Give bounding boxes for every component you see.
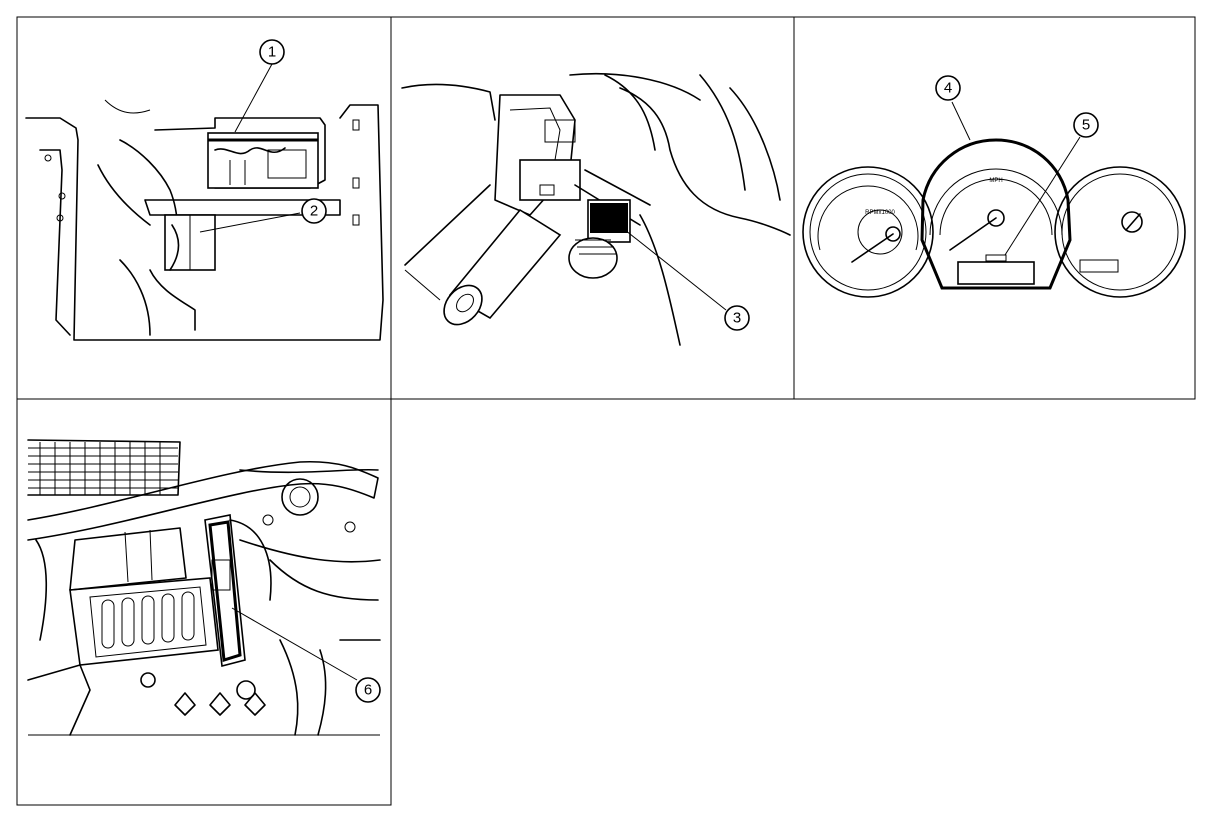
panel-frames <box>16 16 1196 806</box>
callout-6: 6 <box>355 677 381 703</box>
panel-2-steering-column <box>401 72 791 346</box>
speedometer: MPH <box>920 138 1072 290</box>
callout-1: 1 <box>259 39 285 65</box>
combination-switch-3 <box>568 199 631 279</box>
tach-label: RPMx1000 <box>865 210 895 216</box>
panel-4-engine-compartment <box>27 439 381 736</box>
fuel-temp-gauge <box>1054 166 1186 298</box>
svg-text:1: 1 <box>268 44 276 61</box>
svg-text:3: 3 <box>733 310 741 327</box>
battery <box>69 527 219 666</box>
svg-text:6: 6 <box>364 682 372 699</box>
module-6 <box>204 514 272 668</box>
turn-signal-lever <box>443 208 562 326</box>
callout-4: 4 <box>935 75 961 101</box>
svg-text:2: 2 <box>310 203 318 220</box>
cowl-grille <box>27 439 181 496</box>
svg-text:5: 5 <box>1082 117 1090 134</box>
module-2 <box>164 214 216 271</box>
leader-lines <box>199 63 1081 681</box>
panel-3-combination-meter: RPMx1000 MPH <box>802 138 1186 298</box>
speedo-label: MPH <box>989 178 1002 184</box>
module-1 <box>207 132 319 189</box>
callout-5: 5 <box>1073 112 1099 138</box>
callout-2: 2 <box>301 198 327 224</box>
panel-1-dash-underside <box>25 99 384 341</box>
tachometer: RPMx1000 <box>802 166 934 298</box>
callout-3: 3 <box>724 305 750 331</box>
svg-text:4: 4 <box>944 80 952 97</box>
